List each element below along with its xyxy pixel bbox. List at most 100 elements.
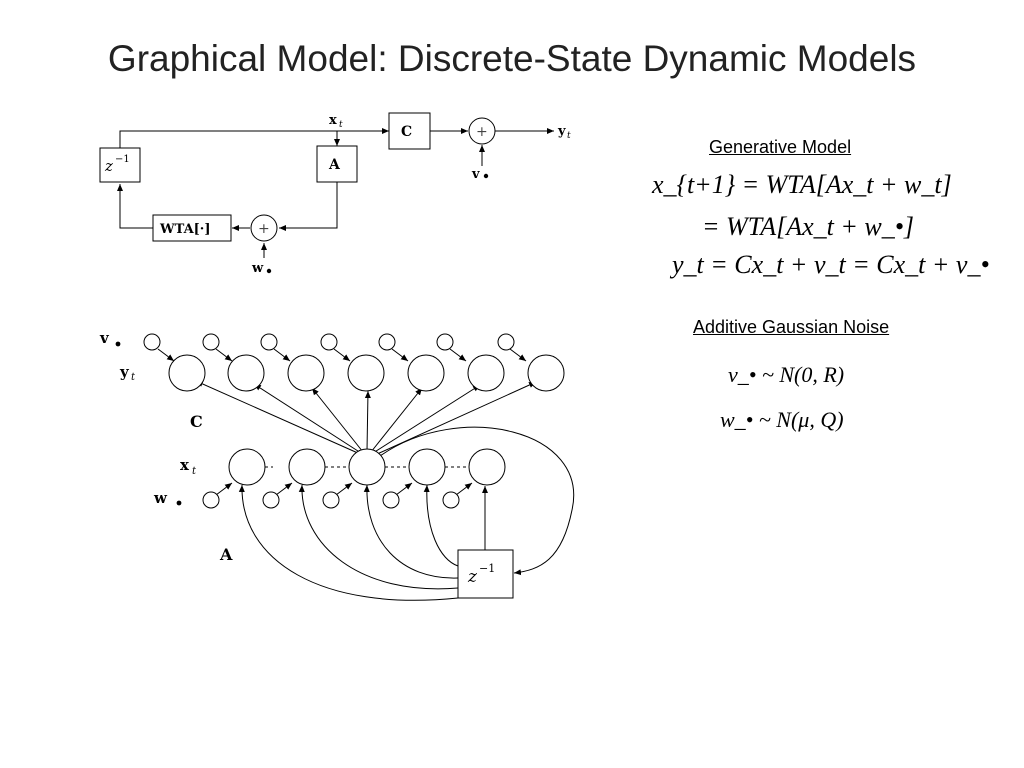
- v-node-6: [436, 333, 454, 351]
- generative-eq-1: x_{t+1} = WTA[Ax_t + w_t]: [652, 170, 952, 200]
- c-edge-4: [364, 390, 371, 452]
- graph-delay-block: [457, 549, 514, 599]
- y-label: y: [557, 124, 566, 139]
- w-edge-4: [395, 482, 413, 496]
- graphical-model: [143, 333, 575, 601]
- a-edge-3: [363, 484, 459, 579]
- w-node-1: [202, 491, 220, 509]
- sum-top-plus: +: [476, 124, 488, 140]
- wta-to-delay-line: [117, 184, 153, 229]
- w-edge-2: [275, 482, 293, 496]
- c-edge-2: [253, 383, 362, 454]
- c-block: [388, 112, 431, 150]
- a-block: [316, 145, 358, 183]
- y-node-3: [287, 354, 325, 392]
- generative-model-heading: Generative Model: [709, 137, 852, 157]
- feedback-top-line: [119, 128, 389, 148]
- v-edge-2: [215, 348, 233, 362]
- v-edge-4: [333, 348, 351, 362]
- gm-x-sub: t: [192, 466, 197, 477]
- gm-w-label: w: [153, 489, 168, 507]
- delay-exp-label: −1: [115, 154, 130, 165]
- w-node-3: [322, 491, 340, 509]
- c-block-label: C: [401, 124, 412, 140]
- c-edge-1: [195, 380, 361, 455]
- v-edge-6: [449, 348, 467, 362]
- gm-w-bullet: [176, 500, 182, 506]
- x-label: x: [329, 113, 337, 128]
- generative-eq-2: = WTA[Ax_t + w_•]: [702, 212, 914, 242]
- w-edge-3: [335, 482, 353, 496]
- v-edge-7: [509, 348, 527, 362]
- x-node-2: [288, 448, 326, 486]
- gm-a-label: A: [219, 545, 233, 564]
- generative-eq-2-text: = WTA[Ax_t + w_•]: [702, 212, 914, 241]
- y-node-4: [347, 354, 385, 392]
- w-bullet: [266, 268, 272, 274]
- x-node-4: [408, 448, 446, 486]
- sum-bottom-plus: +: [258, 221, 270, 237]
- feedback-loop-edge: [379, 426, 575, 576]
- sum-node-top: [468, 117, 496, 145]
- block-diagram-labels: z −1 C A WTA[·] + + x t y t v w: [104, 113, 571, 276]
- x-node-3: [348, 448, 386, 486]
- gm-v-label: v: [99, 329, 110, 347]
- gm-c-label: C: [190, 412, 203, 431]
- gm-y-sub: t: [131, 372, 136, 383]
- c-edge-3: [311, 387, 364, 453]
- y-node-5: [407, 354, 445, 392]
- y-node-2: [227, 354, 265, 392]
- x-node-1: [228, 448, 266, 486]
- y-node-1: [168, 354, 206, 392]
- block-diagram: [99, 112, 554, 258]
- gm-delay-base: z: [467, 567, 478, 587]
- generative-eq-3: y_t = Cx_t + v_t = Cx_t + v_•: [672, 250, 990, 280]
- a-edge-2: [298, 484, 459, 590]
- v-edge-3: [273, 348, 291, 362]
- a-to-sum-line: [279, 182, 338, 231]
- w-node-2: [262, 491, 280, 509]
- noise-eq-2-text: w_• ~ N(μ, Q): [720, 407, 844, 432]
- x-sub-label: t: [339, 120, 343, 130]
- v-label: v: [471, 167, 480, 182]
- delay-base-label: z: [104, 157, 113, 175]
- noise-eq-1-text: v_• ~ N(0, R): [728, 362, 845, 387]
- v-node-7: [497, 333, 515, 351]
- v-node-5: [378, 333, 396, 351]
- v-node-3: [260, 333, 278, 351]
- v-node-1: [143, 333, 161, 351]
- gm-v-bullet: [115, 341, 121, 347]
- w-edge-5: [455, 482, 473, 496]
- a-edge-1: [238, 484, 459, 601]
- x-node-5: [468, 448, 506, 486]
- wta-block: [152, 214, 232, 242]
- a-block-label: A: [328, 157, 341, 173]
- v-bullet: [483, 173, 489, 179]
- y-node-6: [467, 354, 505, 392]
- gm-delay-exp: −1: [479, 562, 495, 575]
- y-sub-label: t: [567, 131, 571, 141]
- generative-eq-3-text: y_t = Cx_t + v_t = Cx_t + v_•: [672, 250, 990, 279]
- v-node-4: [320, 333, 338, 351]
- c-edge-5: [370, 387, 423, 453]
- w-node-4: [382, 491, 400, 509]
- c-edge-6: [372, 384, 481, 454]
- noise-eq-1: v_• ~ N(0, R): [728, 362, 844, 388]
- gm-x-label: x: [180, 456, 190, 474]
- v-edge-1: [157, 348, 175, 362]
- w-edge-1: [215, 482, 233, 496]
- graphical-model-labels: v y t C x t w A z −1: [99, 329, 495, 587]
- a-edge-4: [423, 484, 459, 567]
- v-node-2: [202, 333, 220, 351]
- wta-block-label: WTA[·]: [159, 222, 210, 237]
- gm-y-label: y: [119, 363, 130, 381]
- slide-title: Graphical Model: Discrete-State Dynamic …: [107, 38, 917, 79]
- w-node-5: [442, 491, 460, 509]
- v-edge-5: [391, 348, 409, 362]
- sum-node-bottom: [250, 214, 278, 242]
- y-node-7: [527, 354, 565, 392]
- w-label: w: [251, 261, 264, 276]
- noise-heading: Additive Gaussian Noise: [693, 317, 890, 337]
- generative-eq-1-text: x_{t+1} = WTA[Ax_t + w_t]: [652, 170, 952, 199]
